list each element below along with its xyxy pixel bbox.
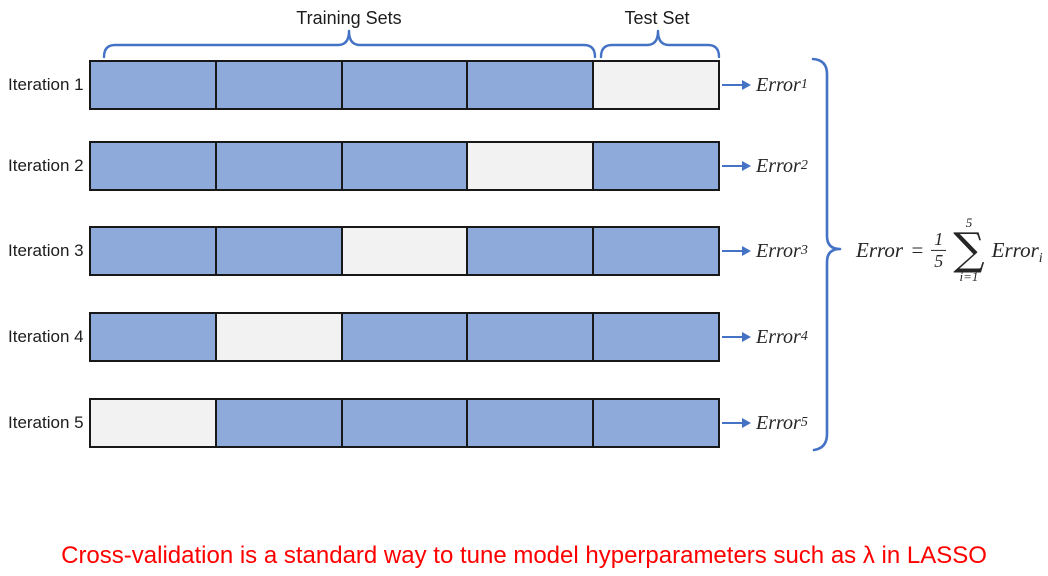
train-fold-cell: [340, 400, 467, 446]
summation: 5 ∑ i=1: [953, 214, 985, 284]
fold-bar: [89, 60, 720, 110]
train-fold-cell: [340, 62, 467, 108]
arrow-shaft: [722, 83, 742, 87]
formula-rhs-word: Error: [991, 237, 1039, 262]
formula-rhs-subscript: i: [1038, 250, 1043, 266]
formula-fraction: 1 5: [931, 229, 947, 271]
train-fold-cell: [214, 62, 341, 108]
iteration-label: Iteration 4: [8, 327, 84, 346]
iteration-label: Iteration 1: [8, 75, 84, 94]
train-fold-cell: [91, 143, 215, 189]
arrow-shaft: [722, 421, 742, 425]
train-fold-cell: [592, 400, 718, 446]
arrow-shaft: [722, 249, 742, 253]
train-fold-cell: [466, 314, 593, 360]
fraction-denominator: 5: [934, 250, 944, 271]
fold-bar: [89, 312, 720, 362]
error-word: Error: [756, 325, 801, 348]
train-fold-cell: [466, 400, 593, 446]
formula-lhs: Error: [856, 237, 904, 262]
summation-lower-limit: i=1: [959, 268, 979, 284]
train-fold-cell: [340, 143, 467, 189]
arrow-shaft: [722, 335, 742, 339]
training-sets-brace: [102, 29, 597, 59]
error-arrow: [722, 226, 751, 276]
error-word: Error: [756, 411, 801, 434]
error-arrow: [722, 141, 751, 191]
train-fold-cell: [91, 62, 215, 108]
fraction-numerator: 1: [931, 229, 947, 251]
test-fold-cell: [592, 62, 718, 108]
error-formula: Error = 1 5 5 ∑ i=1 Errori: [856, 214, 1043, 284]
error-arrow: [722, 60, 751, 110]
arrow-head-icon: [742, 80, 751, 90]
test-fold-cell: [466, 143, 593, 189]
arrow-head-icon: [742, 246, 751, 256]
error-word: Error: [756, 154, 801, 177]
error-word: Error: [756, 73, 801, 96]
train-fold-cell: [91, 314, 215, 360]
arrow-head-icon: [742, 332, 751, 342]
arrow-head-icon: [742, 161, 751, 171]
sigma-icon: ∑: [953, 224, 985, 276]
train-fold-cell: [91, 228, 215, 274]
test-fold-cell: [214, 314, 341, 360]
iteration-label: Iteration 5: [8, 413, 84, 432]
train-fold-cell: [592, 228, 718, 274]
summation-upper-limit: 5: [965, 214, 973, 230]
fold-bar: [89, 226, 720, 276]
train-fold-cell: [592, 314, 718, 360]
test-set-brace: [599, 29, 721, 59]
train-fold-cell: [214, 143, 341, 189]
error-arrow: [722, 312, 751, 362]
train-fold-cell: [466, 62, 593, 108]
test-fold-cell: [340, 228, 467, 274]
arrow-head-icon: [742, 418, 751, 428]
train-fold-cell: [340, 314, 467, 360]
train-fold-cell: [466, 228, 593, 274]
formula-rhs: Errori: [991, 237, 1043, 266]
iteration-label: Iteration 3: [8, 241, 84, 260]
training-sets-label: Training Sets: [296, 8, 402, 28]
test-set-label: Test Set: [624, 8, 690, 28]
arrow-shaft: [722, 164, 742, 168]
formula-equals: =: [910, 237, 925, 262]
fold-bar: [89, 398, 720, 448]
iteration-label: Iteration 2: [8, 156, 84, 175]
error-word: Error: [756, 239, 801, 262]
train-fold-cell: [592, 143, 718, 189]
error-arrow: [722, 398, 751, 448]
test-fold-cell: [91, 400, 215, 446]
caption-text: Cross-validation is a standard way to tu…: [61, 542, 987, 569]
fold-bar: [89, 141, 720, 191]
train-fold-cell: [214, 400, 341, 446]
train-fold-cell: [214, 228, 341, 274]
